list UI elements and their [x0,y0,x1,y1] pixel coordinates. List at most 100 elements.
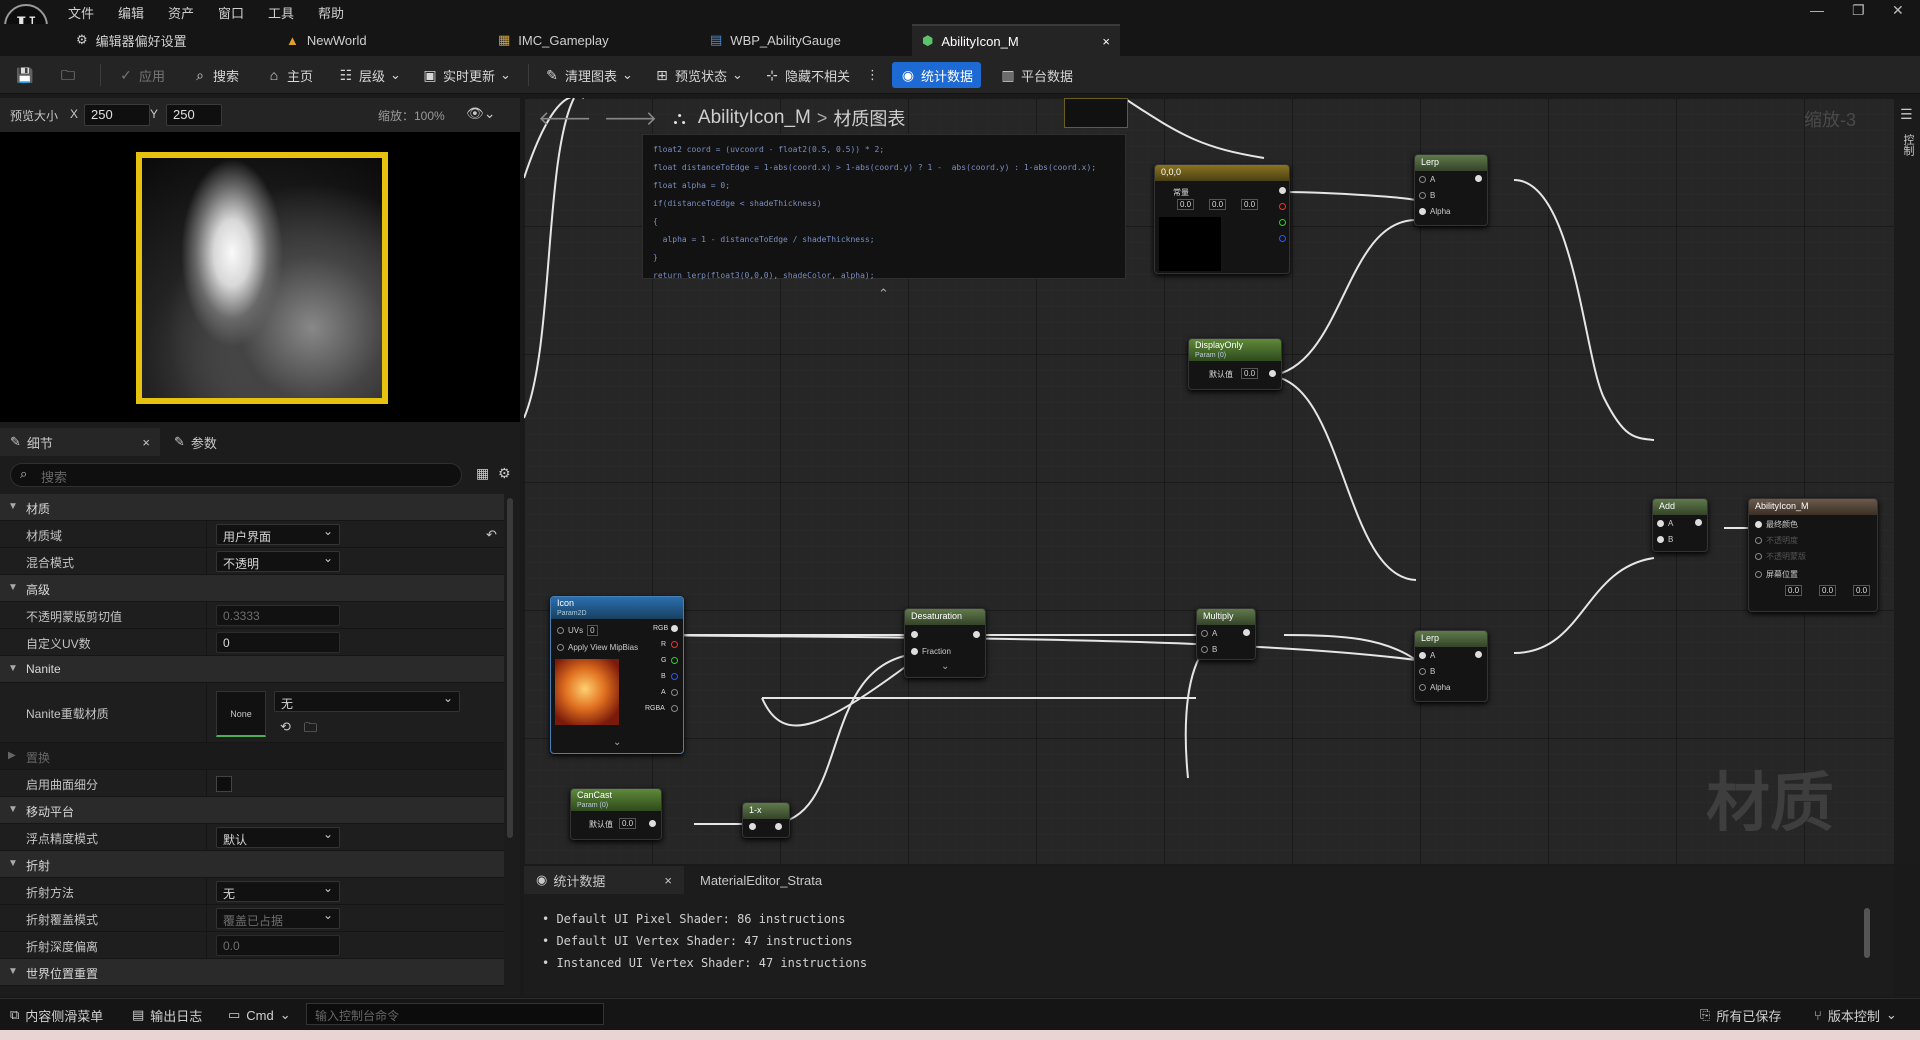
nanite-override-dropdown[interactable]: 无 [274,691,460,712]
reset-arrow-icon[interactable]: ↶ [486,527,497,542]
output-pin[interactable] [973,631,980,638]
stats-button[interactable]: ◉统计数据 [892,62,982,88]
pin-b[interactable] [1419,668,1426,675]
browse-icon[interactable]: 🗀 [304,720,318,735]
nanite-thumbnail[interactable]: None [216,691,266,737]
close-details-icon[interactable]: × [142,434,150,450]
tab-editor-preferences[interactable]: ⚙编辑器偏好设置 [76,32,187,49]
node-desaturation[interactable]: Desaturation Fraction ⌄ [904,608,986,678]
preview-y-input[interactable]: 250 [166,104,222,126]
search-button[interactable]: ⌕搜索 [188,62,243,88]
stats-scrollbar[interactable] [1864,908,1870,958]
menu-file[interactable]: 文件 [68,6,95,21]
pin-b[interactable] [1657,536,1664,543]
menu-help[interactable]: 帮助 [318,6,345,21]
preview-x-input[interactable]: 250 [84,104,150,126]
custom-uvs-input[interactable]: 0 [216,632,340,653]
clean-graph-button[interactable]: ✎清理图表⌄ [540,62,637,88]
close-tab-icon[interactable]: × [1102,33,1110,49]
node-result[interactable]: AbilityIcon_M 最终颜色 不透明度 不透明蒙版 屏幕位置 0.0 0… [1748,498,1878,612]
output-pin[interactable] [1243,629,1250,636]
material-preview[interactable] [0,132,520,422]
default-value-input[interactable]: 0.0 [619,818,637,829]
breadcrumb-graph[interactable]: 材质图表 [833,109,906,129]
tab-abilityicon-m[interactable]: ⬢AbilityIcon_M × [912,24,1120,56]
float-precision-dropdown[interactable]: 默认 [216,827,340,848]
category-refraction[interactable]: ▼折射 [0,851,504,878]
output-log-button[interactable]: ▤输出日志 [132,1007,203,1024]
table-view-icon[interactable]: ▦ [476,465,490,481]
refraction-coverage-dropdown[interactable]: 覆盖已占据 [216,908,340,929]
menu-tools[interactable]: 工具 [268,6,295,21]
custom-code-node[interactable]: float2 coord = (uvcoord - float2(0.5, 0.… [642,134,1126,280]
all-saved-button[interactable]: ⎘所有已保存 [1700,1007,1782,1024]
home-button[interactable]: ⌂主页 [262,62,317,88]
pin-final-color[interactable] [1755,521,1762,528]
category-displacement[interactable]: ▶置换 [0,743,504,770]
menu-edit[interactable]: 编辑 [118,6,145,21]
output-pin[interactable] [1695,519,1702,526]
output-pin[interactable] [1279,187,1286,194]
node-constant3[interactable]: 0,0,0 常量 0.0 0.0 0.0 [1154,164,1290,274]
const-x[interactable]: 0.0 [1177,199,1195,210]
pin-opacity[interactable] [1755,537,1762,544]
material-graph[interactable]: 🡐 🡒 ⛬ AbilityIcon_M > 材质图表 缩放-3 float2 c… [524,98,1894,864]
platform-stats-button[interactable]: ▥平台数据 [1001,67,1074,84]
menu-lines-icon[interactable]: ☰ [1900,106,1913,122]
tab-params[interactable]: ✎参数 [174,434,217,451]
source-control-button[interactable]: ⑂版本控制⌄ [1814,1007,1897,1024]
const-y[interactable]: 0.0 [1209,199,1227,210]
pin-a[interactable] [671,689,678,696]
console-input[interactable]: 输入控制台命令 [306,1003,604,1025]
breadcrumb-asset[interactable]: AbilityIcon_M [697,107,811,128]
maximize-button[interactable]: ❐ [1852,2,1865,18]
pin-alpha[interactable] [1419,208,1426,215]
tab-wbp-abilitygauge[interactable]: ▤WBP_AbilityGauge [710,32,841,48]
hierarchy-button[interactable]: ☷层级⌄ [339,67,401,84]
category-nanite[interactable]: ▼Nanite [0,656,504,683]
default-value-input[interactable]: 0.0 [1241,368,1259,379]
refraction-method-dropdown[interactable]: 无 [216,881,340,902]
output-pin[interactable] [649,820,656,827]
node-multiply[interactable]: Multiply A B [1196,608,1256,660]
tessellation-checkbox[interactable] [216,776,232,792]
expand-icon[interactable]: ⌄ [941,661,950,672]
right-strip-label[interactable]: 控制 [1902,134,1914,156]
save-button[interactable]: 💾 [12,62,36,88]
pin-a[interactable] [1201,630,1208,637]
more-options-icon[interactable]: ⋮ [866,67,879,82]
use-selected-icon[interactable]: ⟲ [280,719,291,734]
category-world-position[interactable]: ▼世界位置重置 [0,959,504,986]
pin-a[interactable] [1419,652,1426,659]
category-material[interactable]: ▼材质 [0,494,504,521]
close-stats-icon[interactable]: × [664,872,672,888]
pin-rgba[interactable] [671,705,678,712]
pin-g[interactable] [671,657,678,664]
live-update-button[interactable]: ▣实时更新⌄ [423,67,511,84]
pin-b[interactable] [1419,192,1426,199]
browse-button[interactable]: 🗀 [56,62,80,88]
pin-r[interactable] [671,641,678,648]
const-z[interactable]: 0.0 [1241,199,1259,210]
content-drawer-button[interactable]: ⧉内容侧滑菜单 [10,1007,104,1024]
preview-state-button[interactable]: ⊞预览状态⌄ [650,62,747,88]
pin-rgb[interactable] [671,625,678,632]
material-domain-dropdown[interactable]: 用户界面 [216,524,340,545]
node-one-minus[interactable]: 1-x [742,802,790,838]
refraction-depth-bias-input[interactable]: 0.0 [216,935,340,956]
opacity-mask-clip-input[interactable]: 0.3333 [216,605,340,626]
pin-input[interactable] [911,631,918,638]
node-lerp-top[interactable]: Lerp A B Alpha [1414,154,1488,226]
category-advanced[interactable]: ▼高级 [0,575,504,602]
pin-b[interactable] [671,673,678,680]
comment-node[interactable] [1064,98,1128,128]
node-add[interactable]: Add A B [1652,498,1708,552]
eye-icon[interactable]: 👁⌄ [466,105,496,121]
blend-mode-dropdown[interactable]: 不透明 [216,551,340,572]
category-mobile[interactable]: ▼移动平台 [0,797,504,824]
pin-b[interactable] [1201,646,1208,653]
menu-asset[interactable]: 资产 [168,6,195,21]
details-search-input[interactable]: 搜索 [10,463,462,487]
